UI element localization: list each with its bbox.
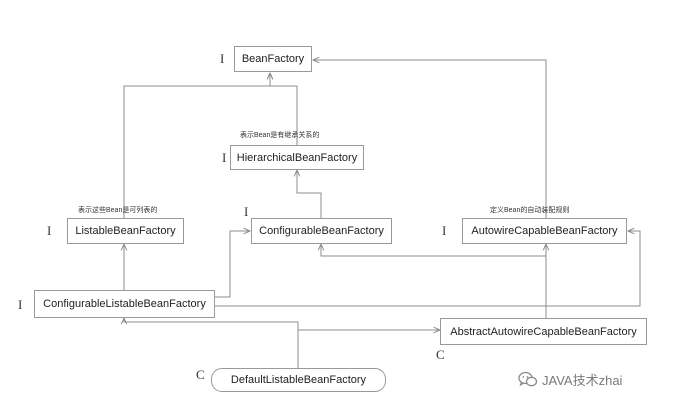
interface-marker: I [47,223,52,238]
edge-configlistable-to-configurable [215,231,250,298]
node-label: DefaultListableBeanFactory [230,374,367,386]
edge-configurable-to-hierarchical [297,170,322,218]
class-marker: C [436,347,445,362]
note-hierarchical: 表示Bean是有继承关系的 [240,132,320,139]
note-listable: 表示这些Bean是可列表的 [78,207,158,214]
note-autowire: 定义Bean的自动装配规则 [490,207,570,214]
node-label: ConfigurableBeanFactory [259,225,384,237]
interface-marker: I [222,150,227,165]
watermark: JAVA技术zhai [518,370,622,389]
node-label: ConfigurableListableBeanFactory [43,298,206,310]
wechat-icon [518,371,538,387]
class-marker: C [196,367,205,382]
interface-marker: I [18,297,23,312]
node-default-listable-bean-factory[interactable]: DefaultListableBeanFactory [211,368,386,392]
node-label: ListableBeanFactory [75,225,176,237]
edge-autowire-to-beanfactory [313,60,547,218]
edge-hierarchical-to-beanfactory [270,73,298,145]
interface-marker: I [244,204,249,219]
node-label: AbstractAutowireCapableBeanFactory [450,325,637,338]
watermark-text: JAVA技术zhai [542,373,623,388]
node-label: HierarchicalBeanFactory [236,151,358,164]
edge-configlistable-to-autowire [215,231,641,307]
node-label: BeanFactory [241,53,305,65]
node-abstract-autowire-capable-bean-factory[interactable]: AbstractAutowireCapableBeanFactory [440,318,647,345]
interface-marker: I [220,51,225,66]
interface-marker: I [442,223,447,238]
node-bean-factory[interactable]: BeanFactory [234,46,312,72]
node-listable-bean-factory[interactable]: ListableBeanFactory [67,218,184,244]
edge-default-to-configlistable [124,318,299,368]
node-autowire-capable-bean-factory[interactable]: AutowireCapableBeanFactory [462,218,627,244]
node-configurable-bean-factory[interactable]: ConfigurableBeanFactory [251,218,392,244]
edge-abstract-to-configurable [321,244,546,257]
node-configurable-listable-bean-factory[interactable]: ConfigurableListableBeanFactory [34,290,215,318]
node-label: AutowireCapableBeanFactory [471,225,618,237]
node-hierarchical-bean-factory[interactable]: HierarchicalBeanFactory [230,145,364,170]
